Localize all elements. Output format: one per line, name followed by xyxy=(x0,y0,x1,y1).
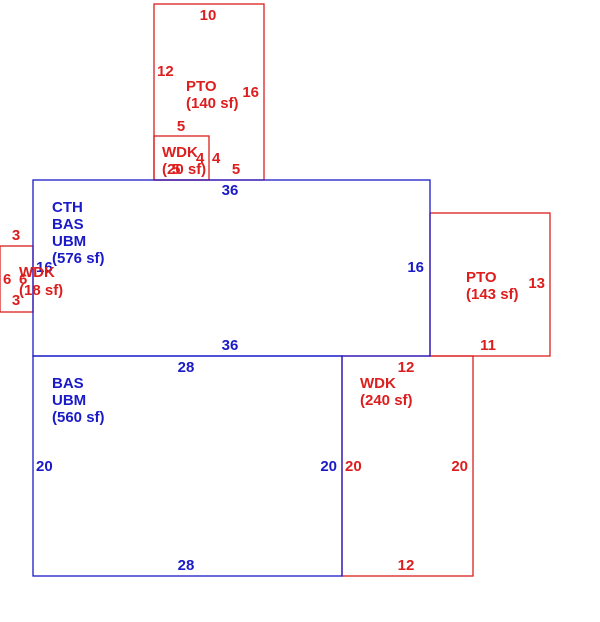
cth-bas-ubm-outline xyxy=(32,179,431,357)
wdk-small-dim-right: 4 xyxy=(212,150,221,167)
pto-top-dim-inner: 5 xyxy=(177,118,185,135)
pto-right-line-2: (143 sf) xyxy=(466,286,519,303)
pto-top-dim-right: 16 xyxy=(242,84,259,101)
bas-dim-left: 20 xyxy=(36,458,53,475)
cth-area-line-1: CTH xyxy=(52,199,83,216)
pto-top-dim-top: 10 xyxy=(200,7,217,24)
cth-dim-right: 16 xyxy=(407,259,424,276)
wdk-big-dim-bottom: 12 xyxy=(398,557,415,574)
wdk-big-line-1: WDK xyxy=(360,375,396,392)
pto-right-dim-bottom: 11 xyxy=(480,337,496,354)
bas-dim-top: 28 xyxy=(178,359,195,376)
bas-dim-right: 20 xyxy=(320,458,337,475)
wdk-big-line-2: (240 sf) xyxy=(360,392,413,409)
wdk-left-line-2: (18 sf) xyxy=(19,282,63,299)
cth-dim-top: 36 xyxy=(222,182,239,199)
wdk-left-dim-bottom: 3 xyxy=(12,292,20,309)
pto-top-line-1: PTO xyxy=(186,78,217,95)
pto-right-dim-right: 13 xyxy=(528,275,545,292)
wdk-small-line-1: WDK xyxy=(162,144,198,161)
wdk-small-dim-left: 4 xyxy=(196,150,205,167)
wdk-left-dim-top: 3 xyxy=(12,227,20,244)
pto-top-dim-bottom: 5 xyxy=(232,161,240,178)
wdk-big-dim-left: 20 xyxy=(345,458,362,475)
bas-area-line-3: (560 sf) xyxy=(52,409,105,426)
cth-dim-bottom: 36 xyxy=(222,337,239,354)
cth-area-line-2: BAS xyxy=(52,216,84,233)
wdk-small-dim-bottom: 5 xyxy=(172,161,180,178)
wdk-left-line-1: WDK xyxy=(19,264,55,281)
bas-dim-bottom: 28 xyxy=(178,557,195,574)
pto-top-dim-left: 12 xyxy=(157,63,174,80)
cth-area-line-3: UBM xyxy=(52,233,86,250)
bas-ubm-outline xyxy=(32,355,343,577)
cth-area-line-4: (576 sf) xyxy=(52,250,105,267)
wdk-small-line-2: (20 sf) xyxy=(162,161,206,178)
cth-dim-left: 16 xyxy=(36,259,53,276)
wdk-left-dim-right: 6 xyxy=(19,271,27,288)
pto-top-line-2: (140 sf) xyxy=(186,95,239,112)
bas-area-line-1: BAS xyxy=(52,375,84,392)
wdk-left-dim-left: 6 xyxy=(3,271,11,288)
pto-right-line-1: PTO xyxy=(466,269,497,286)
bas-area-line-2: UBM xyxy=(52,392,86,409)
wdk-big-dim-top: 12 xyxy=(398,359,415,376)
wdk-big-dim-right: 20 xyxy=(451,458,468,475)
